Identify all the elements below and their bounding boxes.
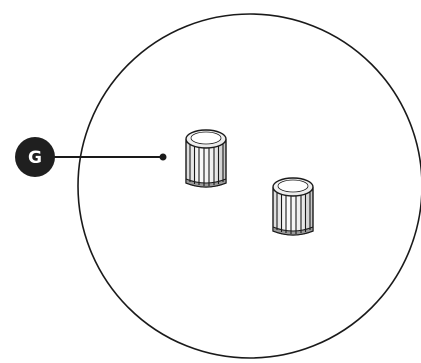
callout-badge: G	[15, 137, 55, 177]
callout-label: G	[28, 148, 42, 168]
callout-leader-dot	[159, 153, 167, 161]
knob-left	[185, 129, 227, 188]
panel-outline	[77, 13, 421, 359]
knob-right	[272, 177, 314, 236]
